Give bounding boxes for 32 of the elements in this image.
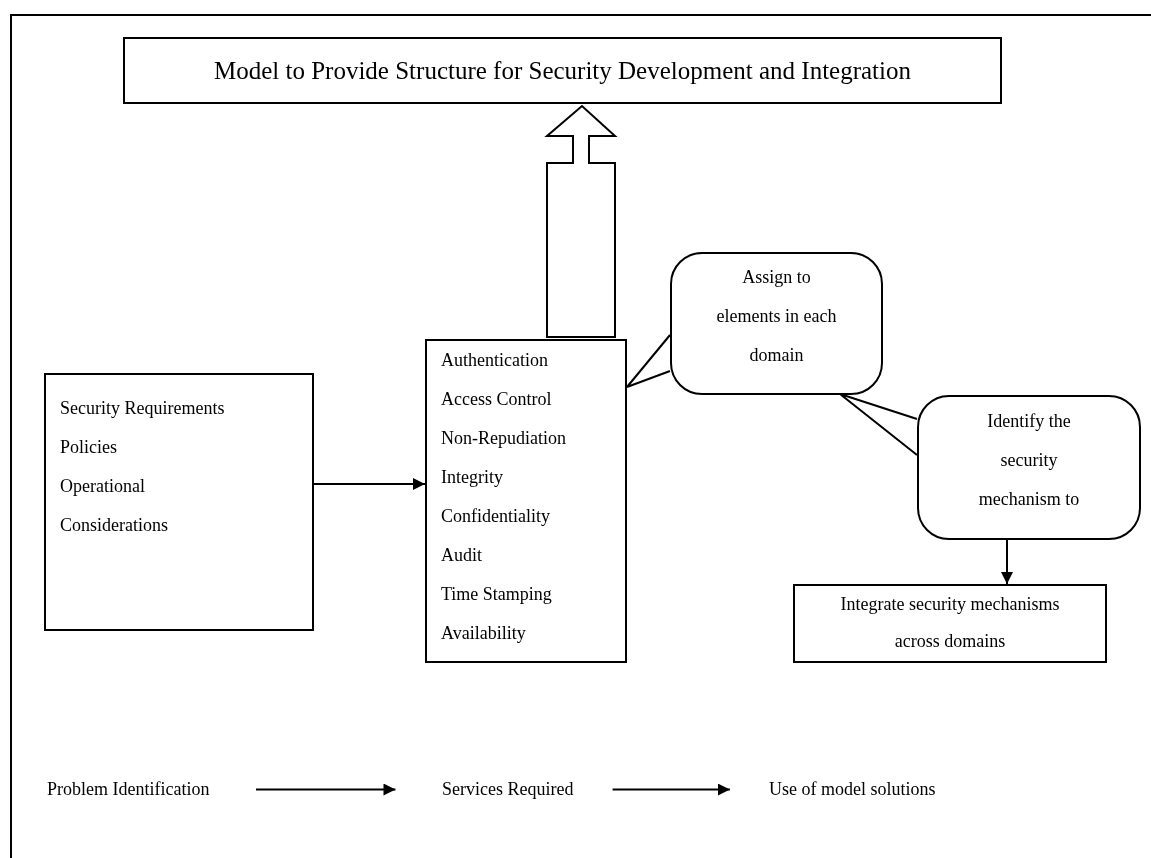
box-text: Operational — [60, 475, 146, 498]
stage-label: Services Required — [442, 770, 574, 809]
callout-text: Identify the security mechanism to — [977, 410, 1081, 511]
title-text: Model to Provide Structure for Security Development and Integration — [213, 55, 911, 86]
box-text: Considerations — [60, 514, 169, 537]
stage-label: Use of model solutions — [769, 770, 936, 809]
box-text: Policies — [60, 436, 118, 459]
callout-bubble — [917, 395, 1141, 540]
process-box — [425, 339, 627, 663]
arrow — [313, 478, 426, 490]
callout-bubble — [670, 252, 883, 395]
box-text: Access Control — [441, 388, 553, 411]
box-text: Confidentiality — [441, 505, 551, 528]
box-text: Integrate security mechanisms across domains — [839, 593, 1061, 653]
box-text: Audit — [441, 544, 483, 567]
process-box — [793, 584, 1107, 663]
arrow — [1001, 539, 1013, 585]
box-text: Integrity — [441, 466, 504, 489]
box-text: Non-Repudiation — [441, 427, 567, 450]
box-text: Availability — [441, 622, 527, 645]
title-box — [123, 37, 1002, 104]
block-arrow — [544, 104, 618, 338]
callout-pointer — [626, 334, 671, 388]
box-text: Security Requirements — [60, 397, 226, 420]
box-text: Time Stamping — [441, 583, 553, 606]
arrow — [611, 783, 731, 796]
callout-text: Assign to elements in each domain — [715, 266, 838, 367]
process-box — [44, 373, 314, 631]
stage-label: Problem Identification — [47, 770, 210, 809]
callout-pointer — [839, 393, 918, 456]
box-text: Authentication — [441, 349, 549, 372]
arrow — [255, 783, 397, 796]
